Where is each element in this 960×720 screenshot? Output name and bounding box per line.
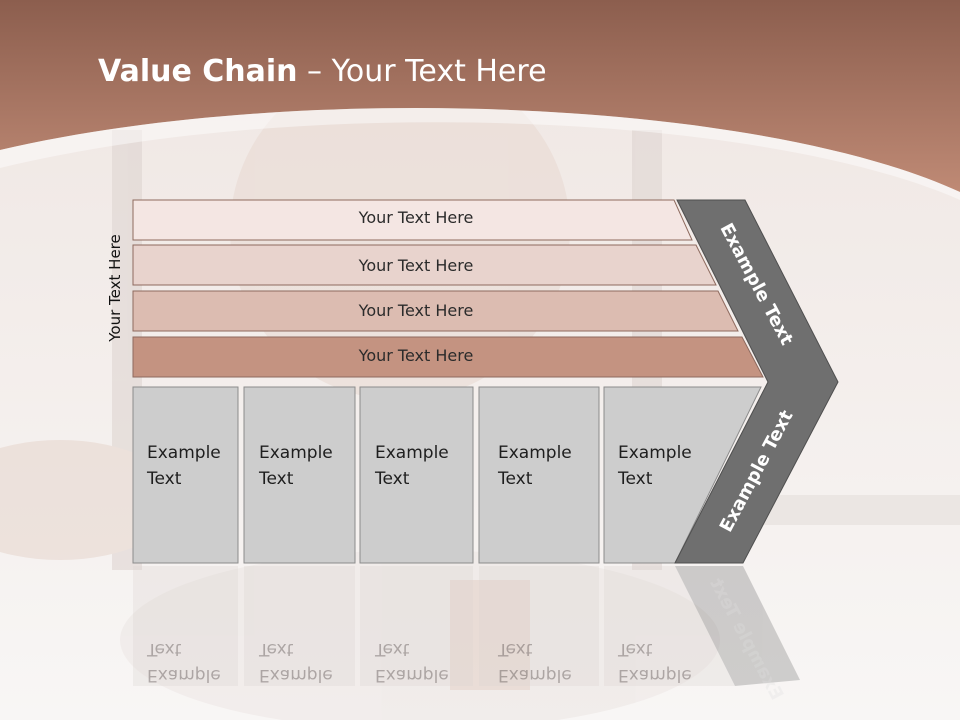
box-1 bbox=[132, 386, 239, 564]
bar-4-label: Your Text Here bbox=[358, 346, 474, 365]
bar-1 bbox=[132, 199, 693, 241]
box-3-label: Example Text bbox=[375, 443, 449, 489]
bar-3-label: Your Text Here bbox=[358, 301, 474, 320]
box-1-label: Example Text bbox=[147, 443, 221, 489]
box-2 bbox=[243, 386, 356, 564]
box-2-reflection: Example Text bbox=[259, 639, 333, 685]
bar-3 bbox=[132, 290, 739, 332]
box-4-reflection: Example Text bbox=[498, 639, 572, 685]
bar-2-label: Your Text Here bbox=[358, 256, 474, 275]
box-3 bbox=[359, 386, 474, 564]
box-5-label: Example Text bbox=[618, 443, 692, 489]
box-5-reflection: Example Text bbox=[618, 639, 692, 685]
box-3-reflection: Example Text bbox=[375, 639, 449, 685]
box-4-label: Example Text bbox=[498, 443, 572, 489]
bar-1-label: Your Text Here bbox=[358, 208, 474, 227]
header-band bbox=[0, 0, 960, 192]
bar-4 bbox=[132, 336, 764, 378]
box-2-label: Example Text bbox=[259, 443, 333, 489]
vertical-label: Your Text Here bbox=[106, 234, 124, 342]
title-rest: – Your Text Here bbox=[297, 54, 547, 89]
box-1-reflection: Example Text bbox=[147, 639, 221, 685]
title-bold: Value Chain bbox=[98, 54, 298, 89]
bar-2 bbox=[132, 244, 717, 286]
page-title: Value Chain – Your Text Here bbox=[98, 54, 547, 89]
box-4 bbox=[478, 386, 600, 564]
chevron-arrow bbox=[674, 199, 839, 564]
reflection bbox=[133, 566, 800, 686]
